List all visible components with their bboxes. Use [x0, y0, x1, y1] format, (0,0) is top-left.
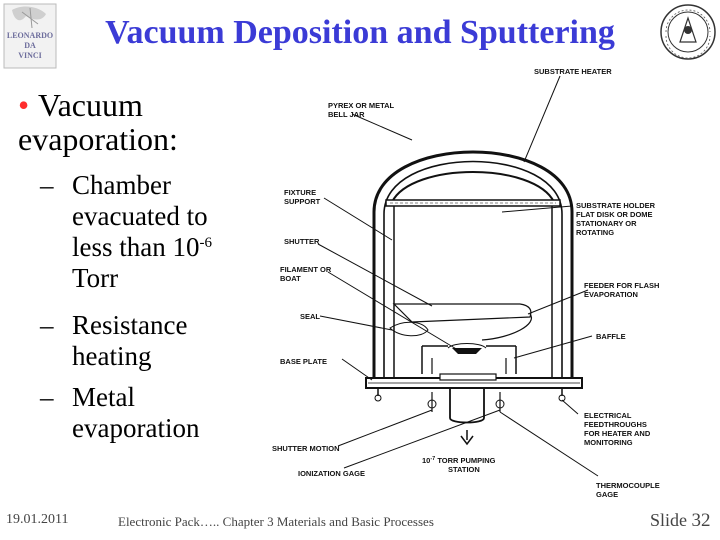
subbullet-resistance-heating: –Resistance heating [40, 310, 188, 371]
label-baffle: BAFFLE [596, 332, 626, 341]
subbullet-metal-evaporation: –Metal evaporation [40, 382, 200, 443]
label-filament: FILAMENT OR [280, 265, 332, 274]
label-shutter-motion: SHUTTER MOTION [272, 444, 340, 453]
substrate-heater-arc [391, 171, 555, 203]
footer-date: 19.01.2011 [6, 512, 69, 527]
vacuum-chamber-diagram: SUBSTRATE HEATER PYREX OR METAL BELL JAR… [262, 62, 720, 508]
shutter-shape [392, 303, 532, 323]
svg-text:FLAT DISK OR DOME: FLAT DISK OR DOME [576, 210, 653, 219]
svg-text:MONITORING: MONITORING [584, 438, 633, 447]
filament-boat [452, 348, 482, 354]
university-seal-logo [658, 2, 718, 62]
bell-jar-inner [383, 160, 563, 388]
label-bell-jar: PYREX OR METAL [328, 101, 395, 110]
footer-slide-number: Slide 32 [650, 510, 711, 531]
footer-course-title: Electronic Pack….. Chapter 3 Materials a… [118, 514, 434, 529]
label-fixture-support: FIXTURE [284, 188, 316, 197]
label-pumping-station: 10-7 TORR PUMPING [422, 456, 496, 465]
leonardo-logo: LEONARDO DA VINCI [2, 2, 58, 70]
svg-text:EVAPORATION: EVAPORATION [584, 290, 638, 299]
bullet-text: Vacuum evaporation: [18, 87, 178, 157]
label-feedthroughs: ELECTRICAL [584, 411, 632, 420]
label-substrate-heater: SUBSTRATE HEATER [534, 67, 612, 76]
bullet-marker: • [18, 87, 30, 123]
bell-jar-outer [372, 150, 574, 388]
label-base-plate: BASE PLATE [280, 357, 327, 366]
svg-text:SUPPORT: SUPPORT [284, 197, 321, 206]
svg-text:FOR HEATER AND: FOR HEATER AND [584, 429, 651, 438]
label-thermocouple-gage: THERMOCOUPLE [596, 481, 660, 490]
label-ionization-gage: IONIZATION GAGE [298, 469, 365, 478]
svg-text:BELL JAR: BELL JAR [328, 110, 365, 119]
svg-text:FEEDTHROUGHS: FEEDTHROUGHS [584, 420, 647, 429]
label-substrate-holder: SUBSTRATE HOLDER [576, 201, 656, 210]
svg-text:STATIONARY OR: STATIONARY OR [576, 219, 637, 228]
svg-text:LEONARDO: LEONARDO [7, 31, 53, 40]
svg-text:BOAT: BOAT [280, 274, 301, 283]
svg-text:ROTATING: ROTATING [576, 228, 614, 237]
svg-text:STATION: STATION [448, 465, 480, 474]
svg-text:DA: DA [24, 41, 36, 50]
bullet-vacuum-evaporation: •Vacuum evaporation: [18, 88, 248, 156]
slide-title: Vacuum Deposition and Sputtering [105, 14, 615, 51]
label-shutter: SHUTTER [284, 237, 320, 246]
label-feeder: FEEDER FOR FLASH [584, 281, 659, 290]
subbullet-chamber: –Chamber evacuated to less than 10-6 Tor… [40, 170, 213, 293]
exponent: -6 [199, 235, 213, 251]
label-seal: SEAL [300, 312, 320, 321]
svg-text:VINCI: VINCI [18, 51, 42, 60]
svg-text:GAGE: GAGE [596, 490, 618, 499]
